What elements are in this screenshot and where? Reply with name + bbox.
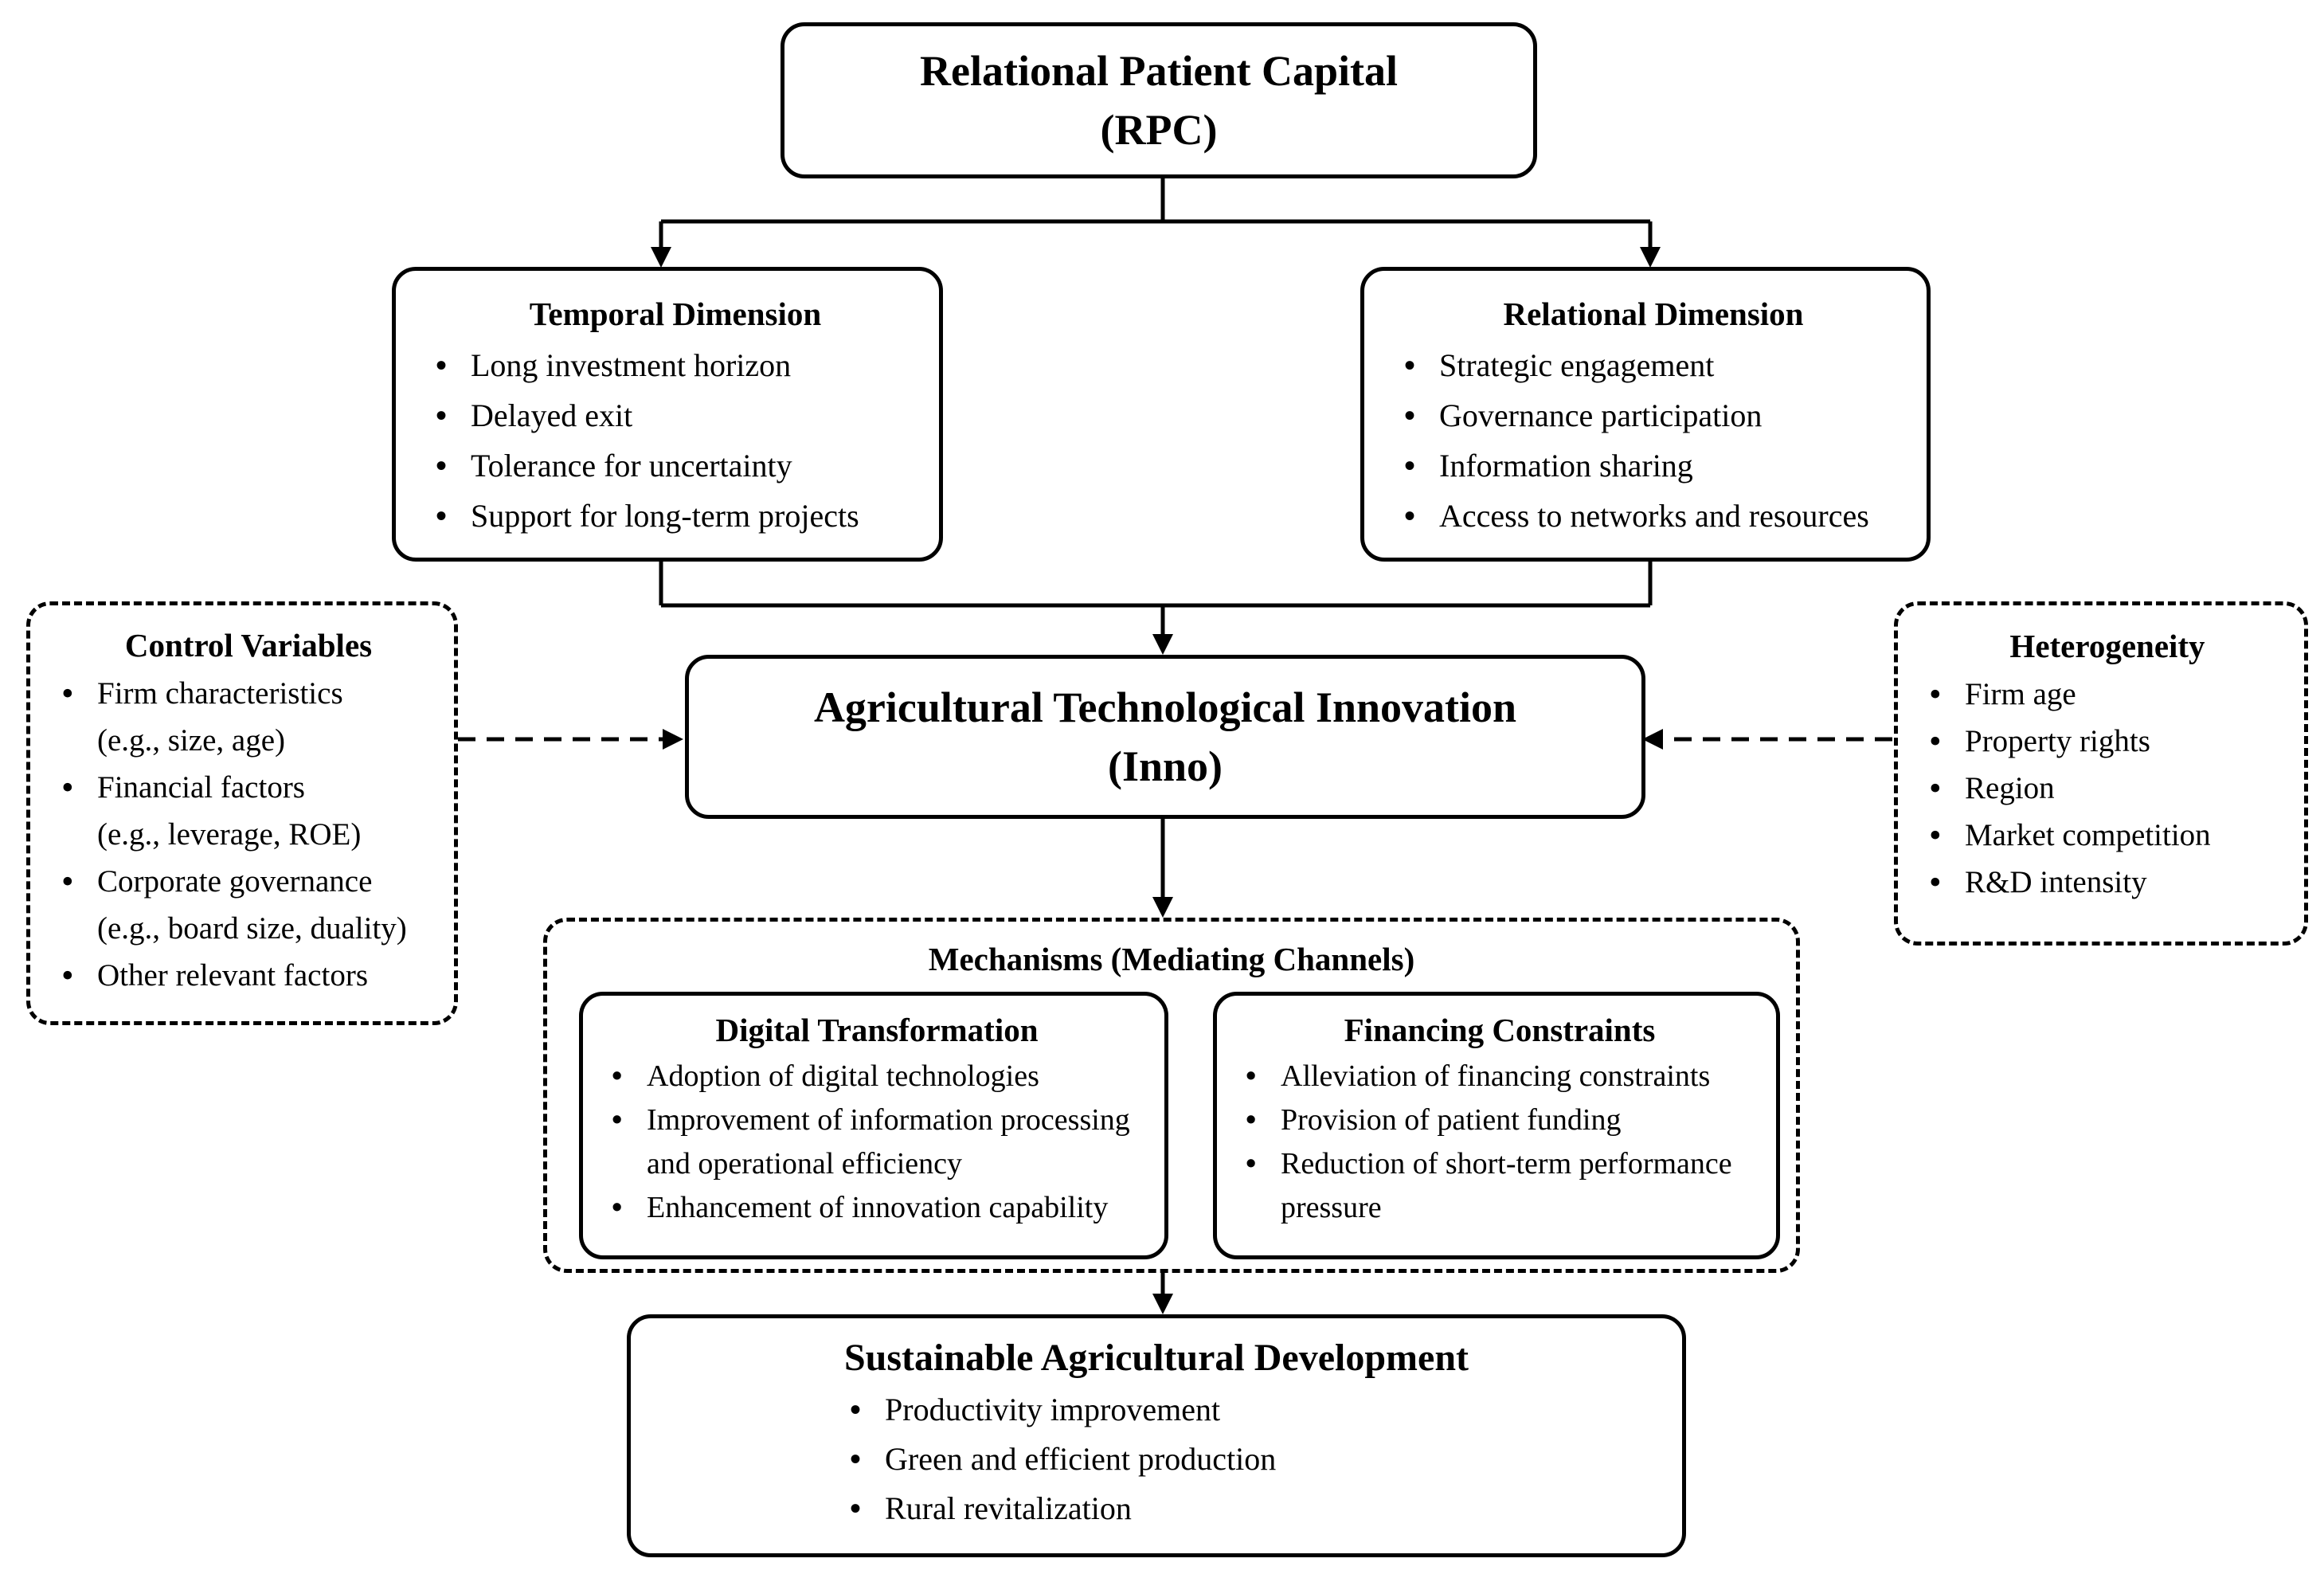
sustainable-title: Sustainable Agricultural Development — [843, 1337, 1469, 1379]
relational-item: Access to networks and resources — [1396, 491, 1911, 541]
arrowhead-sustainable — [1152, 1294, 1173, 1314]
mechanisms-box: Mechanisms (Mediating Channels) Digital … — [543, 918, 1800, 1273]
financing-title: Financing Constraints — [1344, 1012, 1656, 1048]
control-item-main: Firm characteristics — [97, 676, 343, 711]
innovation-box: Agricultural Technological Innovation (I… — [685, 655, 1645, 819]
control-item: Other relevant factors — [54, 952, 443, 999]
heterogeneity-item: Region — [1922, 765, 2293, 812]
controls-title: Control Variables — [124, 627, 373, 664]
control-item-example: (e.g., board size, duality) — [97, 911, 407, 946]
control-item: Financial factors (e.g., leverage, ROE) — [54, 764, 443, 858]
digital-item: Adoption of digital technologies — [604, 1055, 1150, 1098]
sustainable-development-box: Sustainable Agricultural Development Pro… — [627, 1314, 1686, 1557]
arrowhead-mechanisms — [1152, 897, 1173, 918]
sustainable-item: Productivity improvement — [842, 1385, 1666, 1435]
sustainable-item: Green and efficient production — [842, 1435, 1666, 1484]
rpc-abbrev: (RPC) — [1100, 106, 1218, 154]
financing-constraints-box: Financing Constraints Alleviation of fin… — [1213, 992, 1780, 1259]
heterogeneity-box: Heterogeneity Firm age Property rights R… — [1894, 601, 2308, 946]
heterogeneity-item: Market competition — [1922, 812, 2293, 859]
digital-item: Improvement of information processing an… — [604, 1098, 1150, 1186]
mechanisms-title: Mechanisms (Mediating Channels) — [928, 941, 1415, 977]
temporal-dimension-box: Temporal Dimension Long investment horiz… — [392, 267, 943, 562]
heterogeneity-item: Firm age — [1922, 671, 2293, 718]
relational-title: Relational Dimension — [1503, 296, 1804, 332]
arrowhead-heterogeneity — [1642, 729, 1663, 750]
financing-item: Reduction of short-term performance pres… — [1238, 1142, 1762, 1230]
rpc-title: Relational Patient Capital — [920, 47, 1398, 95]
relational-item: Information sharing — [1396, 440, 1911, 491]
temporal-item: Long investment horizon — [428, 340, 923, 390]
digital-item: Enhancement of innovation capability — [604, 1186, 1150, 1230]
control-item-main: Other relevant factors — [97, 958, 368, 993]
temporal-title: Temporal Dimension — [529, 296, 822, 332]
control-item-main: Corporate governance — [97, 864, 373, 899]
arrowhead-innovation — [1152, 634, 1173, 655]
arrowhead-controls — [663, 729, 683, 750]
arrowhead-temporal — [651, 247, 671, 268]
heterogeneity-title: Heterogeneity — [2009, 628, 2205, 664]
innovation-abbrev: (Inno) — [1107, 742, 1223, 790]
digital-transformation-box: Digital Transformation Adoption of digit… — [579, 992, 1168, 1259]
temporal-item: Tolerance for uncertainty — [428, 440, 923, 491]
control-item-example: (e.g., size, age) — [97, 723, 286, 758]
sustainable-item: Rural revitalization — [842, 1484, 1666, 1533]
heterogeneity-item: Property rights — [1922, 718, 2293, 765]
relational-dimension-box: Relational Dimension Strategic engagemen… — [1360, 267, 1931, 562]
relational-item: Strategic engagement — [1396, 340, 1911, 390]
innovation-title: Agricultural Technological Innovation — [813, 683, 1517, 731]
financing-item: Provision of patient funding — [1238, 1098, 1762, 1142]
heterogeneity-item: R&D intensity — [1922, 859, 2293, 906]
temporal-item: Delayed exit — [428, 390, 923, 440]
control-item-main: Financial factors — [97, 770, 305, 805]
control-item-example: (e.g., leverage, ROE) — [97, 817, 362, 852]
relational-item: Governance participation — [1396, 390, 1911, 440]
rpc-box: Relational Patient Capital (RPC) — [781, 22, 1537, 178]
temporal-item: Support for long-term projects — [428, 491, 923, 541]
arrowhead-relational — [1640, 247, 1661, 268]
control-variables-box: Control Variables Firm characteristics (… — [26, 601, 458, 1025]
financing-item: Alleviation of financing constraints — [1238, 1055, 1762, 1098]
digital-title: Digital Transformation — [715, 1012, 1039, 1048]
control-item: Firm characteristics (e.g., size, age) — [54, 670, 443, 764]
control-item: Corporate governance (e.g., board size, … — [54, 858, 443, 952]
